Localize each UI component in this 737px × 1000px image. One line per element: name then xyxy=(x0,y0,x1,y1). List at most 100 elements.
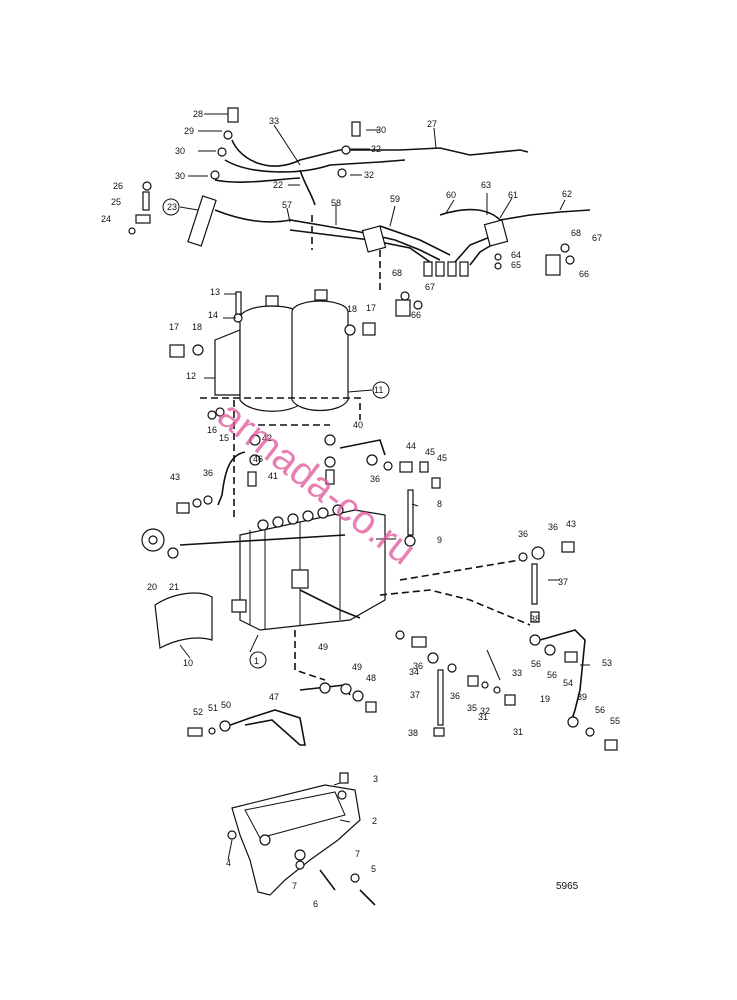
callout-label: 1 xyxy=(254,656,259,666)
callout-label: 15 xyxy=(219,433,229,443)
callout-label: 8 xyxy=(437,499,442,509)
callout-ring-1 xyxy=(249,651,267,669)
callout-label: 25 xyxy=(111,197,121,207)
callout-label: 5 xyxy=(371,864,376,874)
callout-label: 6 xyxy=(313,899,318,909)
callout-label: 20 xyxy=(147,582,157,592)
callout-label: 32 xyxy=(364,170,374,180)
callout-label: 50 xyxy=(221,700,231,710)
callout-label: 18 xyxy=(192,322,202,332)
callout-label: 32 xyxy=(480,706,490,716)
callout-label: 38 xyxy=(530,614,540,624)
callout-label: 18 xyxy=(347,304,357,314)
callout-label: 36 xyxy=(548,522,558,532)
callout-ring-23 xyxy=(162,198,180,216)
callout-label: 7 xyxy=(292,881,297,891)
return-pipe xyxy=(187,682,377,746)
callout-label: 49 xyxy=(318,642,328,652)
callout-label: 43 xyxy=(566,519,576,529)
callout-label: 9 xyxy=(437,535,442,545)
callout-label: 56 xyxy=(547,670,557,680)
callout-label: 36 xyxy=(203,468,213,478)
callout-label: 67 xyxy=(425,282,435,292)
callout-label: 11 xyxy=(374,385,383,395)
callout-label: 41 xyxy=(268,471,278,481)
callout-label: 48 xyxy=(366,673,376,683)
callout-label: 66 xyxy=(579,269,589,279)
callout-label: 57 xyxy=(282,200,292,210)
middle-fittings xyxy=(176,434,441,547)
callout-label: 30 xyxy=(376,125,386,135)
callout-label: 31 xyxy=(513,727,523,737)
callout-label: 58 xyxy=(331,198,341,208)
callout-label: 61 xyxy=(508,190,518,200)
callout-label: 14 xyxy=(208,310,218,320)
callout-label: 59 xyxy=(390,194,400,204)
callout-label: 53 xyxy=(602,658,612,668)
callout-label: 60 xyxy=(446,190,456,200)
injector-pipes-assembly xyxy=(128,107,591,317)
pump-bracket xyxy=(227,772,376,906)
callout-label: 65 xyxy=(511,260,521,270)
fuel-filter-assembly xyxy=(169,289,376,420)
callout-label: 12 xyxy=(186,371,196,381)
callout-label: 28 xyxy=(193,109,203,119)
callout-label: 40 xyxy=(353,420,363,430)
injection-pump xyxy=(141,504,386,649)
callout-label: 2 xyxy=(372,816,377,826)
callout-label: 31 xyxy=(478,712,488,722)
callout-label: 17 xyxy=(366,303,376,313)
callout-label: 45 xyxy=(437,453,447,463)
callout-label: 39 xyxy=(577,692,587,702)
callout-label: 3 xyxy=(373,774,378,784)
callout-label: 4 xyxy=(226,858,231,868)
callout-label: 17 xyxy=(169,322,179,332)
callout-label: 10 xyxy=(183,658,193,668)
callout-label: 19 xyxy=(540,694,550,704)
callout-label: 45 xyxy=(425,447,435,457)
callout-label: 32 xyxy=(371,144,381,154)
callout-label: 36 xyxy=(518,529,528,539)
figure-number: 5965 xyxy=(556,881,579,892)
callout-label: 36 xyxy=(413,661,423,671)
callout-label: 16 xyxy=(207,425,217,435)
callout-label: 56 xyxy=(531,659,541,669)
callout-label: 21 xyxy=(169,582,179,592)
callout-label: 38 xyxy=(408,728,418,738)
callout-label: 37 xyxy=(558,577,568,587)
callout-label: 23 xyxy=(167,202,177,212)
callout-label: 35 xyxy=(467,703,477,713)
callout-label: 66 xyxy=(411,310,421,320)
callout-label: 54 xyxy=(563,678,573,688)
callout-label: 63 xyxy=(481,180,491,190)
callout-label: 62 xyxy=(562,189,572,199)
callout-label: 44 xyxy=(406,441,416,451)
callout-label: 67 xyxy=(592,233,602,243)
callout-label: 68 xyxy=(392,268,402,278)
callout-label: 64 xyxy=(511,250,521,260)
callout-label: 47 xyxy=(269,692,279,702)
right-fittings xyxy=(395,541,618,751)
callout-label: 26 xyxy=(113,181,123,191)
callout-label: 43 xyxy=(170,472,180,482)
callout-label: 51 xyxy=(208,703,218,713)
callout-label: 33 xyxy=(512,668,522,678)
callout-label: 42 xyxy=(262,433,272,443)
callout-ring-11 xyxy=(372,381,390,399)
callout-label: 13 xyxy=(210,287,220,297)
callout-label: 34 xyxy=(409,667,419,677)
callout-label: 30 xyxy=(175,146,185,156)
callout-label: 24 xyxy=(101,214,111,224)
callout-label: 22 xyxy=(273,180,283,190)
callout-label: 36 xyxy=(450,691,460,701)
callout-label: 7 xyxy=(355,849,360,859)
callout-label: 52 xyxy=(193,707,203,717)
callout-label: 27 xyxy=(427,119,437,129)
callout-label: 49 xyxy=(352,662,362,672)
callout-label: 46 xyxy=(253,454,263,464)
callout-label: 68 xyxy=(571,228,581,238)
callout-label: 36 xyxy=(370,474,380,484)
callout-leaders xyxy=(179,113,590,861)
